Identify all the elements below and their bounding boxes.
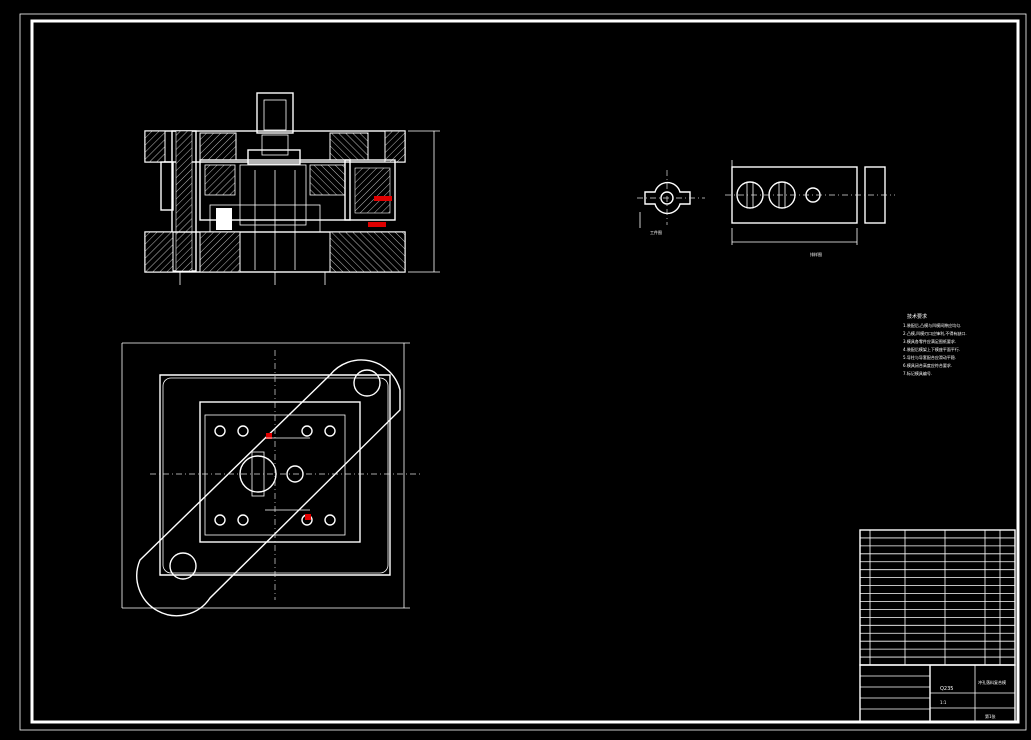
accent-mark-3 <box>266 433 272 439</box>
assembly-section-view <box>144 92 440 285</box>
accent-mark-2 <box>368 222 386 227</box>
plan-view <box>121 342 420 617</box>
inner-frame <box>30 19 1020 724</box>
note-line: 6.模具闭合高度应符合要求. <box>903 362 952 368</box>
accent-mark-1 <box>374 196 392 201</box>
material-value: Q235 <box>940 686 953 692</box>
note-line: 3.模具各零件应满足图纸要求. <box>903 338 956 344</box>
sheet-value: 第1张 <box>985 713 996 719</box>
title-block: 冲孔落料复合模 Q235 1:1 第1张 <box>859 664 1016 723</box>
accent-mark-4 <box>305 514 311 520</box>
technical-notes: 技术要求 1.装配后,凸模与凹模间隙应均匀. 2.凸模,凹模刃口应锋利,不得有缺… <box>903 313 967 376</box>
drawing-title: 冲孔落料复合模 <box>978 679 1006 685</box>
scale-value: 1:1 <box>940 700 947 705</box>
note-line: 4.装配后模架上下模座平面平行. <box>903 346 960 352</box>
parts-list <box>859 529 1016 666</box>
outer-frame <box>19 13 1027 731</box>
note-line: 7.标记模具编号. <box>903 370 932 376</box>
note-line: 5.导柱与导套配合应滑动平稳. <box>903 354 956 360</box>
strip-layout-view: 排样图 <box>725 160 895 257</box>
note-line: 2.凸模,凹模刃口应锋利,不得有缺口. <box>903 330 967 336</box>
part-view: 工件图 <box>637 170 705 235</box>
notes-heading: 技术要求 <box>907 313 927 320</box>
parts-list-border <box>859 529 1016 666</box>
note-line: 1.装配后,凸模与凹模间隙应均匀. <box>903 322 961 328</box>
strip-view-label: 排样图 <box>810 251 822 257</box>
part-view-label: 工件图 <box>650 229 662 235</box>
